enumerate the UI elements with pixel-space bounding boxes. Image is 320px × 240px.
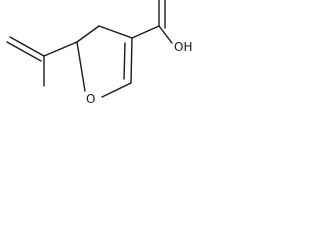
bond-c3-c2-single — [130, 37, 133, 84]
bond-c3-carboxyl — [131, 25, 160, 39]
bond-c2-o — [101, 82, 132, 98]
ring-oxygen-label: O — [86, 92, 95, 106]
bond-vinyl-double-inner — [6, 41, 42, 62]
bond-c5-c4 — [76, 25, 100, 43]
bond-vinyl-double-outer — [9, 36, 45, 57]
bond-c4-c3 — [98, 25, 133, 39]
bond-o-c5 — [76, 41, 86, 92]
bond-c3-c2-double — [123, 42, 126, 80]
bond-carboxyl-oh — [158, 25, 173, 44]
bond-isopropenyl-ring — [43, 41, 78, 57]
hydroxyl-label: OH — [174, 40, 192, 54]
chemical-structure-diagram: O OH — [6, 0, 192, 106]
